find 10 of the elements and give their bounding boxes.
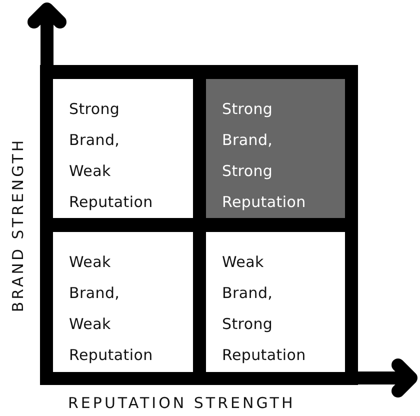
quadrant (53, 79, 193, 218)
quadrant (53, 232, 193, 372)
quadrant-label: Weak Brand, Weak Reputation (69, 252, 153, 366)
y-axis-label: BRAND STRENGTH (9, 138, 27, 312)
quadrant (206, 232, 345, 372)
quadrant-label: Weak Brand, Strong Reputation (222, 252, 306, 366)
x-axis-label: REPUTATION STRENGTH (68, 394, 296, 412)
quadrant-label: Strong Brand, Strong Reputation (222, 99, 306, 213)
highlighted-quadrant (206, 79, 345, 218)
quadrant-label: Strong Brand, Weak Reputation (69, 99, 153, 213)
